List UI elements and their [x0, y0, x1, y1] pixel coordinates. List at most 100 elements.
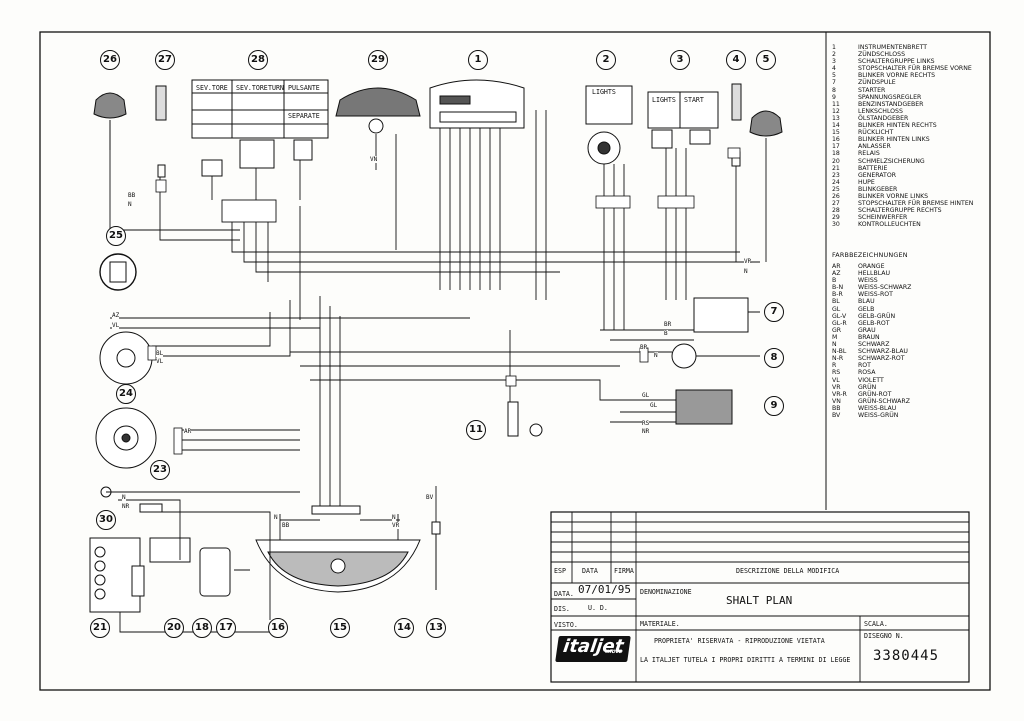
color-code: N-R: [832, 355, 844, 363]
component-name: KONTROLLEUCHTEN: [858, 221, 921, 229]
color-name: VIOLETT: [858, 376, 884, 384]
component-number: 7: [832, 79, 836, 87]
component-name: SPANNUNGSREGLER: [858, 93, 922, 101]
component-name: SCHALTERGRUPPE RECHTS: [858, 207, 942, 215]
wire-color-label: BL: [156, 350, 164, 357]
drawing-number: 3380445: [873, 648, 940, 664]
component-number: 3: [832, 58, 836, 66]
color-code: RS: [832, 369, 841, 377]
warning-lights: [100, 486, 163, 513]
callout-4: 4: [726, 50, 746, 70]
fuel-level-sender: [507, 401, 543, 437]
fuse: [131, 565, 145, 597]
color-name: GELB-ROT: [858, 319, 890, 327]
color-name: ROSA: [858, 369, 876, 377]
component-name: ZÜNDSCHLOSS: [858, 51, 906, 59]
color-name: GRÜN-ROT: [858, 390, 892, 398]
switch-lights-label: LIGHTS: [652, 96, 676, 104]
front-right-indicator: [749, 110, 783, 137]
ignition-lights-label: LIGHTS: [592, 88, 616, 96]
callout-25: 25: [106, 226, 126, 246]
color-name: WEISS: [858, 277, 878, 285]
component-name: BATTERIE: [858, 164, 888, 172]
tutela-notice: LA ITALJET TUTELA I PROPRI DIRITTI A TER…: [640, 656, 851, 664]
voltage-regulator: [675, 389, 733, 425]
left-switch-group: [647, 91, 719, 149]
component-number: 20: [832, 157, 840, 165]
relay: [149, 537, 191, 563]
wire-color-label: BR: [640, 344, 648, 351]
wire-color-label: NR: [642, 428, 650, 435]
connectors: [147, 147, 741, 455]
front-left-indicator: [93, 92, 127, 150]
callout-20: 20: [164, 618, 184, 638]
data-label: DATA.: [554, 590, 574, 598]
color-code: N-BL: [832, 348, 847, 356]
color-code: R: [832, 362, 837, 370]
color-code: GR: [832, 326, 842, 334]
component-number: 11: [832, 100, 840, 108]
callout-30: 30: [96, 510, 116, 530]
color-name: SCHWARZ-BLAU: [858, 348, 908, 356]
callout-21: 21: [90, 618, 110, 638]
denominazione-label: DENOMINAZIONE: [640, 588, 692, 596]
callout-7: 7: [764, 302, 784, 322]
wire-color-label: N: [744, 268, 748, 275]
switch-header-turn: TURN: [268, 84, 284, 92]
col-esp: ESP: [554, 567, 566, 575]
color-name: HELLBLAU: [858, 270, 891, 278]
callout-13: 13: [426, 618, 446, 638]
component-number: 24: [832, 178, 840, 186]
dis-value: U. D.: [588, 604, 608, 612]
wire-color-label: N: [274, 514, 278, 521]
component-name: STOPSCHALTER FÜR BREMSE HINTEN: [858, 200, 974, 208]
wire-color-label: BR: [664, 321, 672, 328]
col-firma: FIRMA: [614, 567, 634, 575]
switch-separate-tag: SEPARATE: [288, 112, 320, 120]
wire-color-label: N: [122, 494, 126, 501]
callout-15: 15: [330, 618, 350, 638]
color-name: GELB-GRÜN: [858, 312, 896, 320]
component-name: BLINKER VORNE RECHTS: [858, 72, 936, 80]
color-code: VL: [832, 376, 840, 384]
callout-29: 29: [368, 50, 388, 70]
wire-color-label: N: [654, 352, 658, 359]
component-legend-row: 9 SPANNUNGSREGLER: [832, 94, 973, 101]
switch-header-1: SEV.TORE: [196, 84, 228, 92]
scala-label: SCALA.: [864, 620, 888, 628]
flasher-unit: [99, 253, 137, 291]
tail-light-assembly: [255, 539, 421, 593]
component-name: STOPSCHALTER FÜR BREMSE VORNE: [858, 65, 972, 73]
callout-14: 14: [394, 618, 414, 638]
wire-color-label: VR: [744, 258, 752, 265]
callout-17: 17: [216, 618, 236, 638]
component-number: 9: [832, 93, 836, 101]
color-code: BL: [832, 298, 840, 306]
wire-color-label: BV: [426, 494, 434, 501]
component-number: 30: [832, 221, 840, 229]
col-data: DATA: [582, 567, 598, 575]
drawing-title: SHALT PLAN: [726, 594, 793, 607]
ignition-switch: [585, 85, 633, 165]
color-code: B-R: [832, 291, 843, 299]
component-name: INSTRUMENTENBRETT: [858, 44, 928, 51]
